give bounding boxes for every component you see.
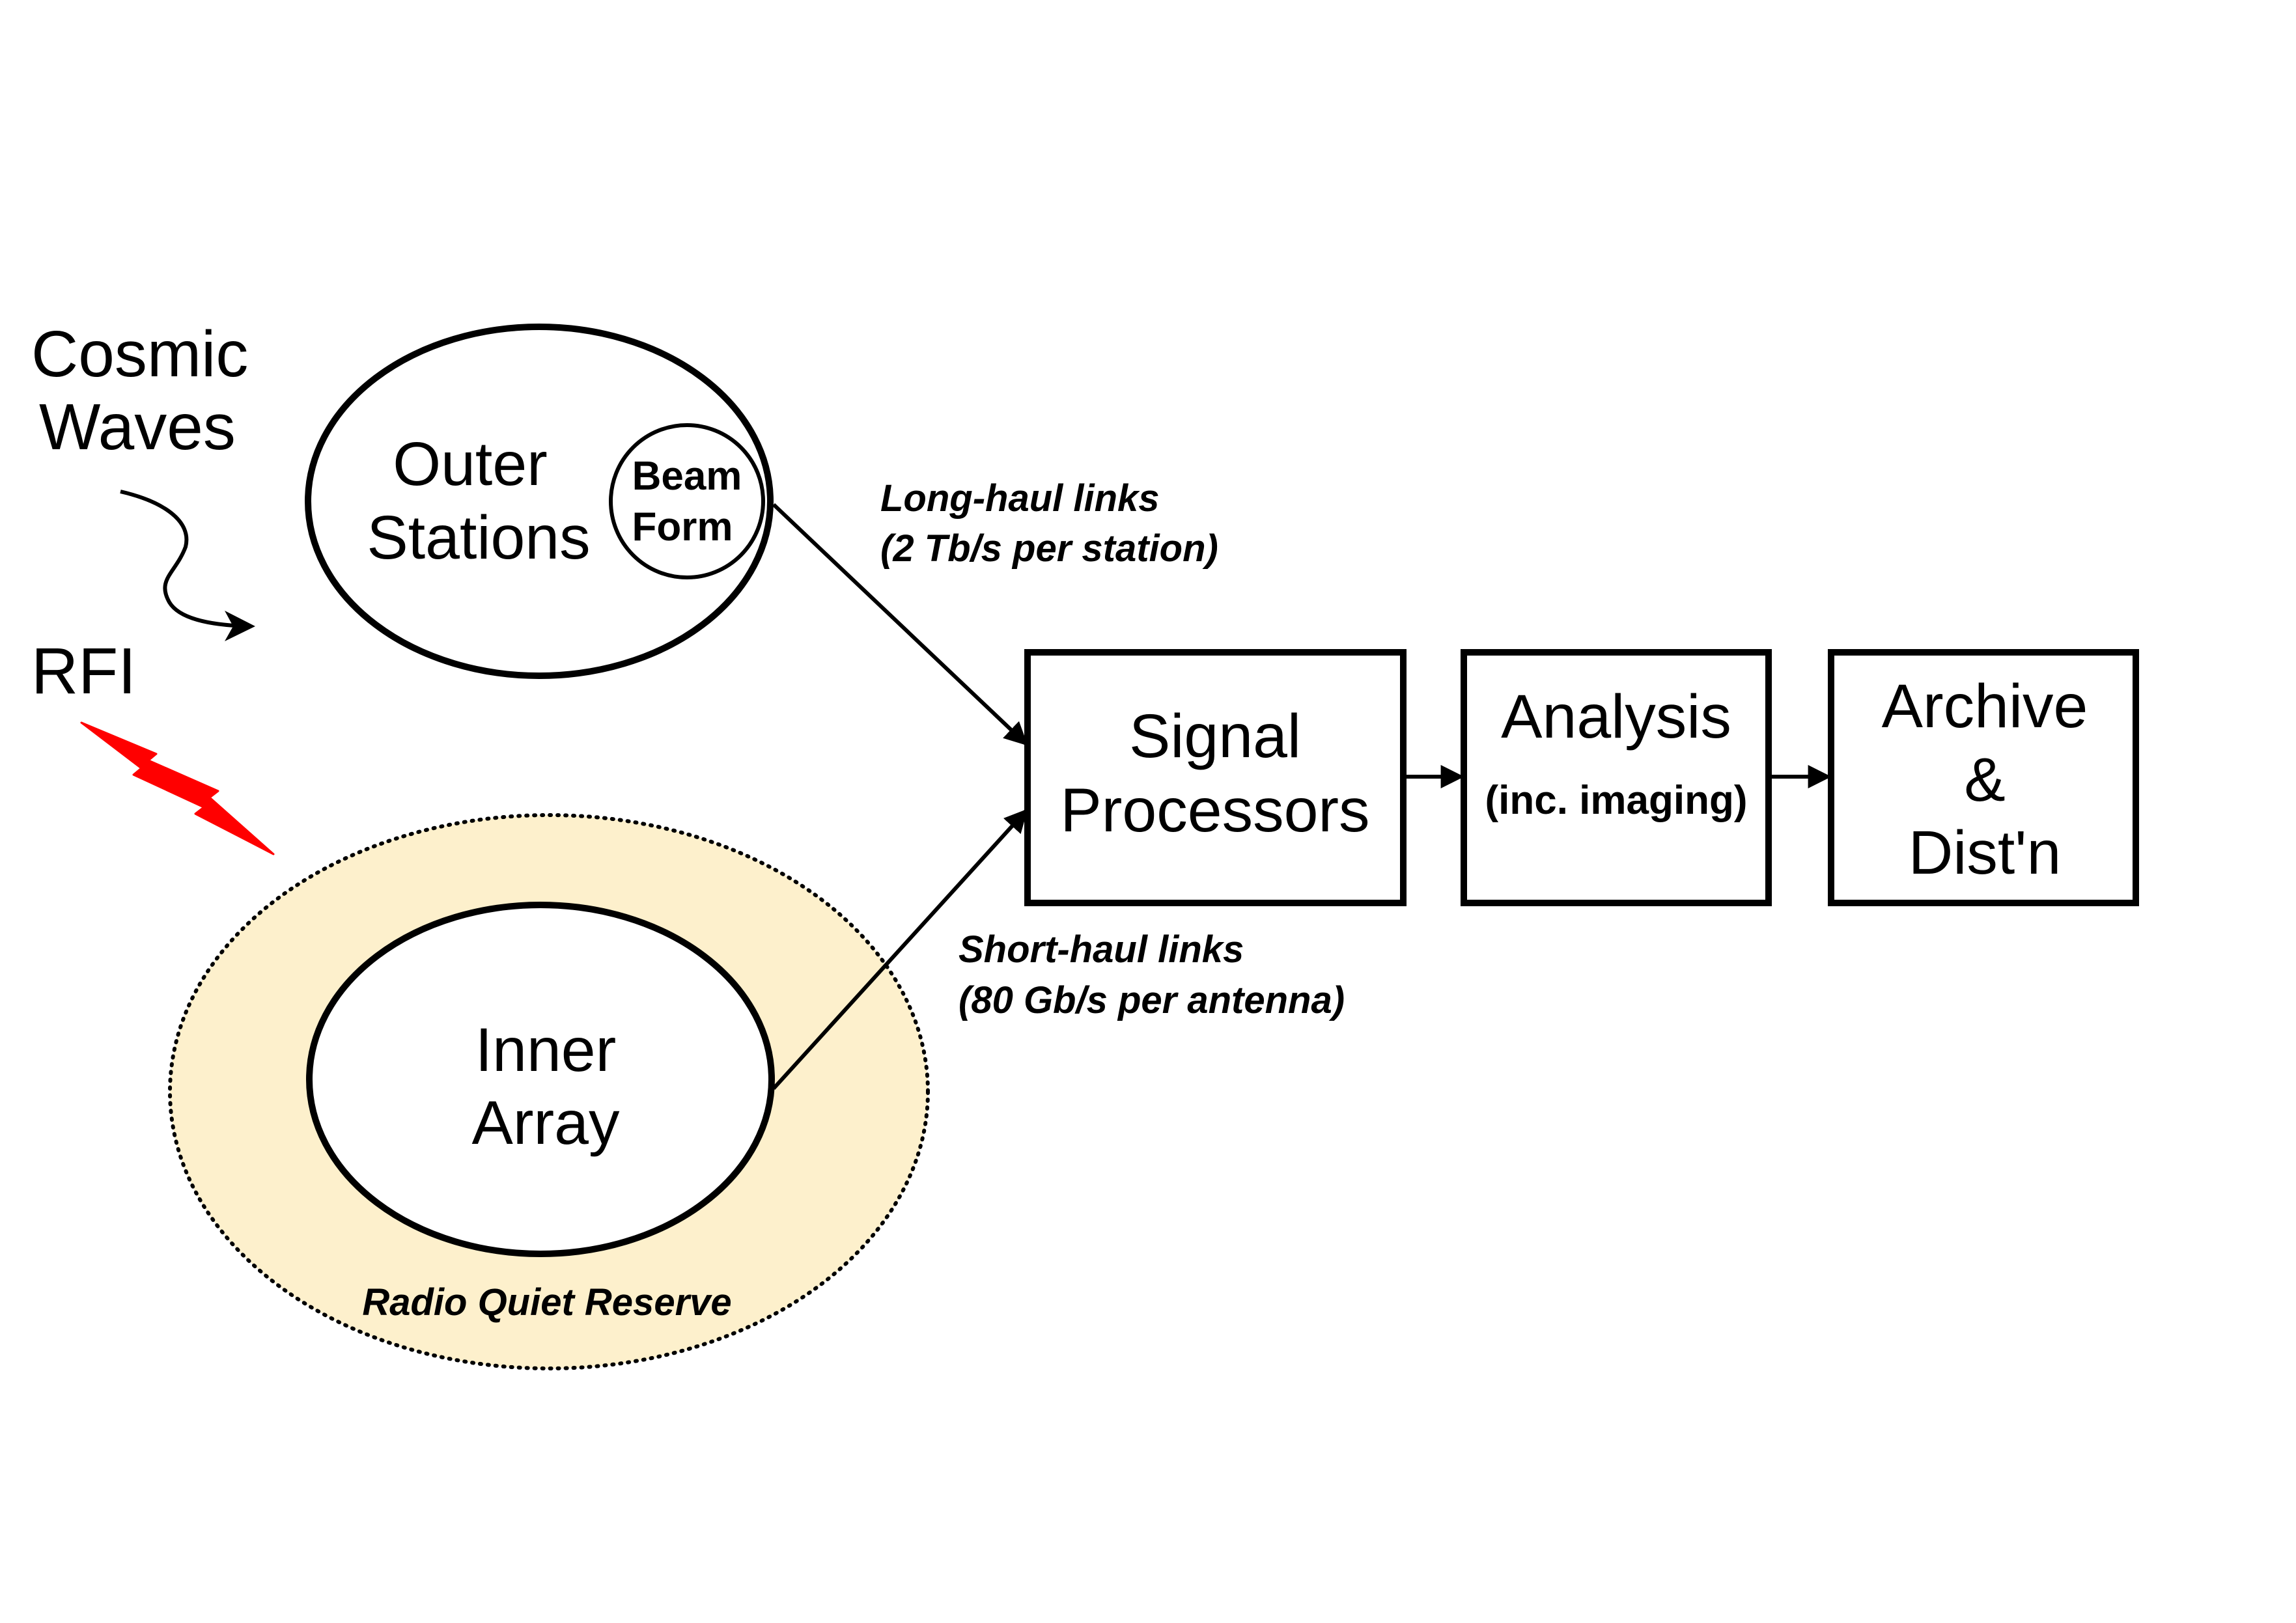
signal-processors-label-line1: Signal xyxy=(1129,702,1301,771)
analysis-box xyxy=(1461,649,1772,906)
analysis-label-line2: (inc. imaging) xyxy=(1485,778,1748,823)
radio-quiet-reserve-label: Radio Quiet Reserve xyxy=(362,1281,731,1324)
long-haul-label-line2: (2 Tb/s per station) xyxy=(880,527,1218,570)
rfi-label: RFI xyxy=(31,635,136,708)
inner-array-node xyxy=(306,902,775,1257)
outer-stations-label-line1: Outer xyxy=(393,430,548,499)
beam-form-node xyxy=(609,423,765,579)
short-haul-label-line2: (80 Gb/s per antenna) xyxy=(959,979,1345,1021)
beam-form-label-line1: Beam xyxy=(632,454,742,499)
archive-label-line2: & xyxy=(1964,745,2005,814)
cosmic-waves-label-line1: Cosmic xyxy=(31,318,248,391)
long-haul-label-line1: Long-haul links xyxy=(880,477,1160,520)
signal-processors-label-line2: Processors xyxy=(1060,776,1369,845)
archive-label-line1: Archive xyxy=(1882,672,2088,741)
analysis-label-line1: Analysis xyxy=(1501,682,1731,751)
cosmic-waves-label-line2: Waves xyxy=(39,391,236,464)
archive-box xyxy=(1828,649,2139,906)
inner-array-label-line2: Array xyxy=(472,1089,620,1158)
inner-array-label-line1: Inner xyxy=(475,1016,617,1085)
beam-form-label-line2: Form xyxy=(632,505,733,549)
lightning-bolt-icon xyxy=(80,721,275,855)
archive-label-line3: Dist'n xyxy=(1909,818,2062,887)
wavy-arrow-icon xyxy=(120,490,255,641)
long-haul-link-arrow xyxy=(772,503,1028,746)
short-haul-link-arrow xyxy=(772,809,1028,1090)
outer-stations-label-line2: Stations xyxy=(367,503,590,572)
signal-processors-box xyxy=(1024,649,1407,906)
short-haul-label-line1: Short-haul links xyxy=(959,928,1244,971)
outer-stations-node xyxy=(305,324,774,679)
